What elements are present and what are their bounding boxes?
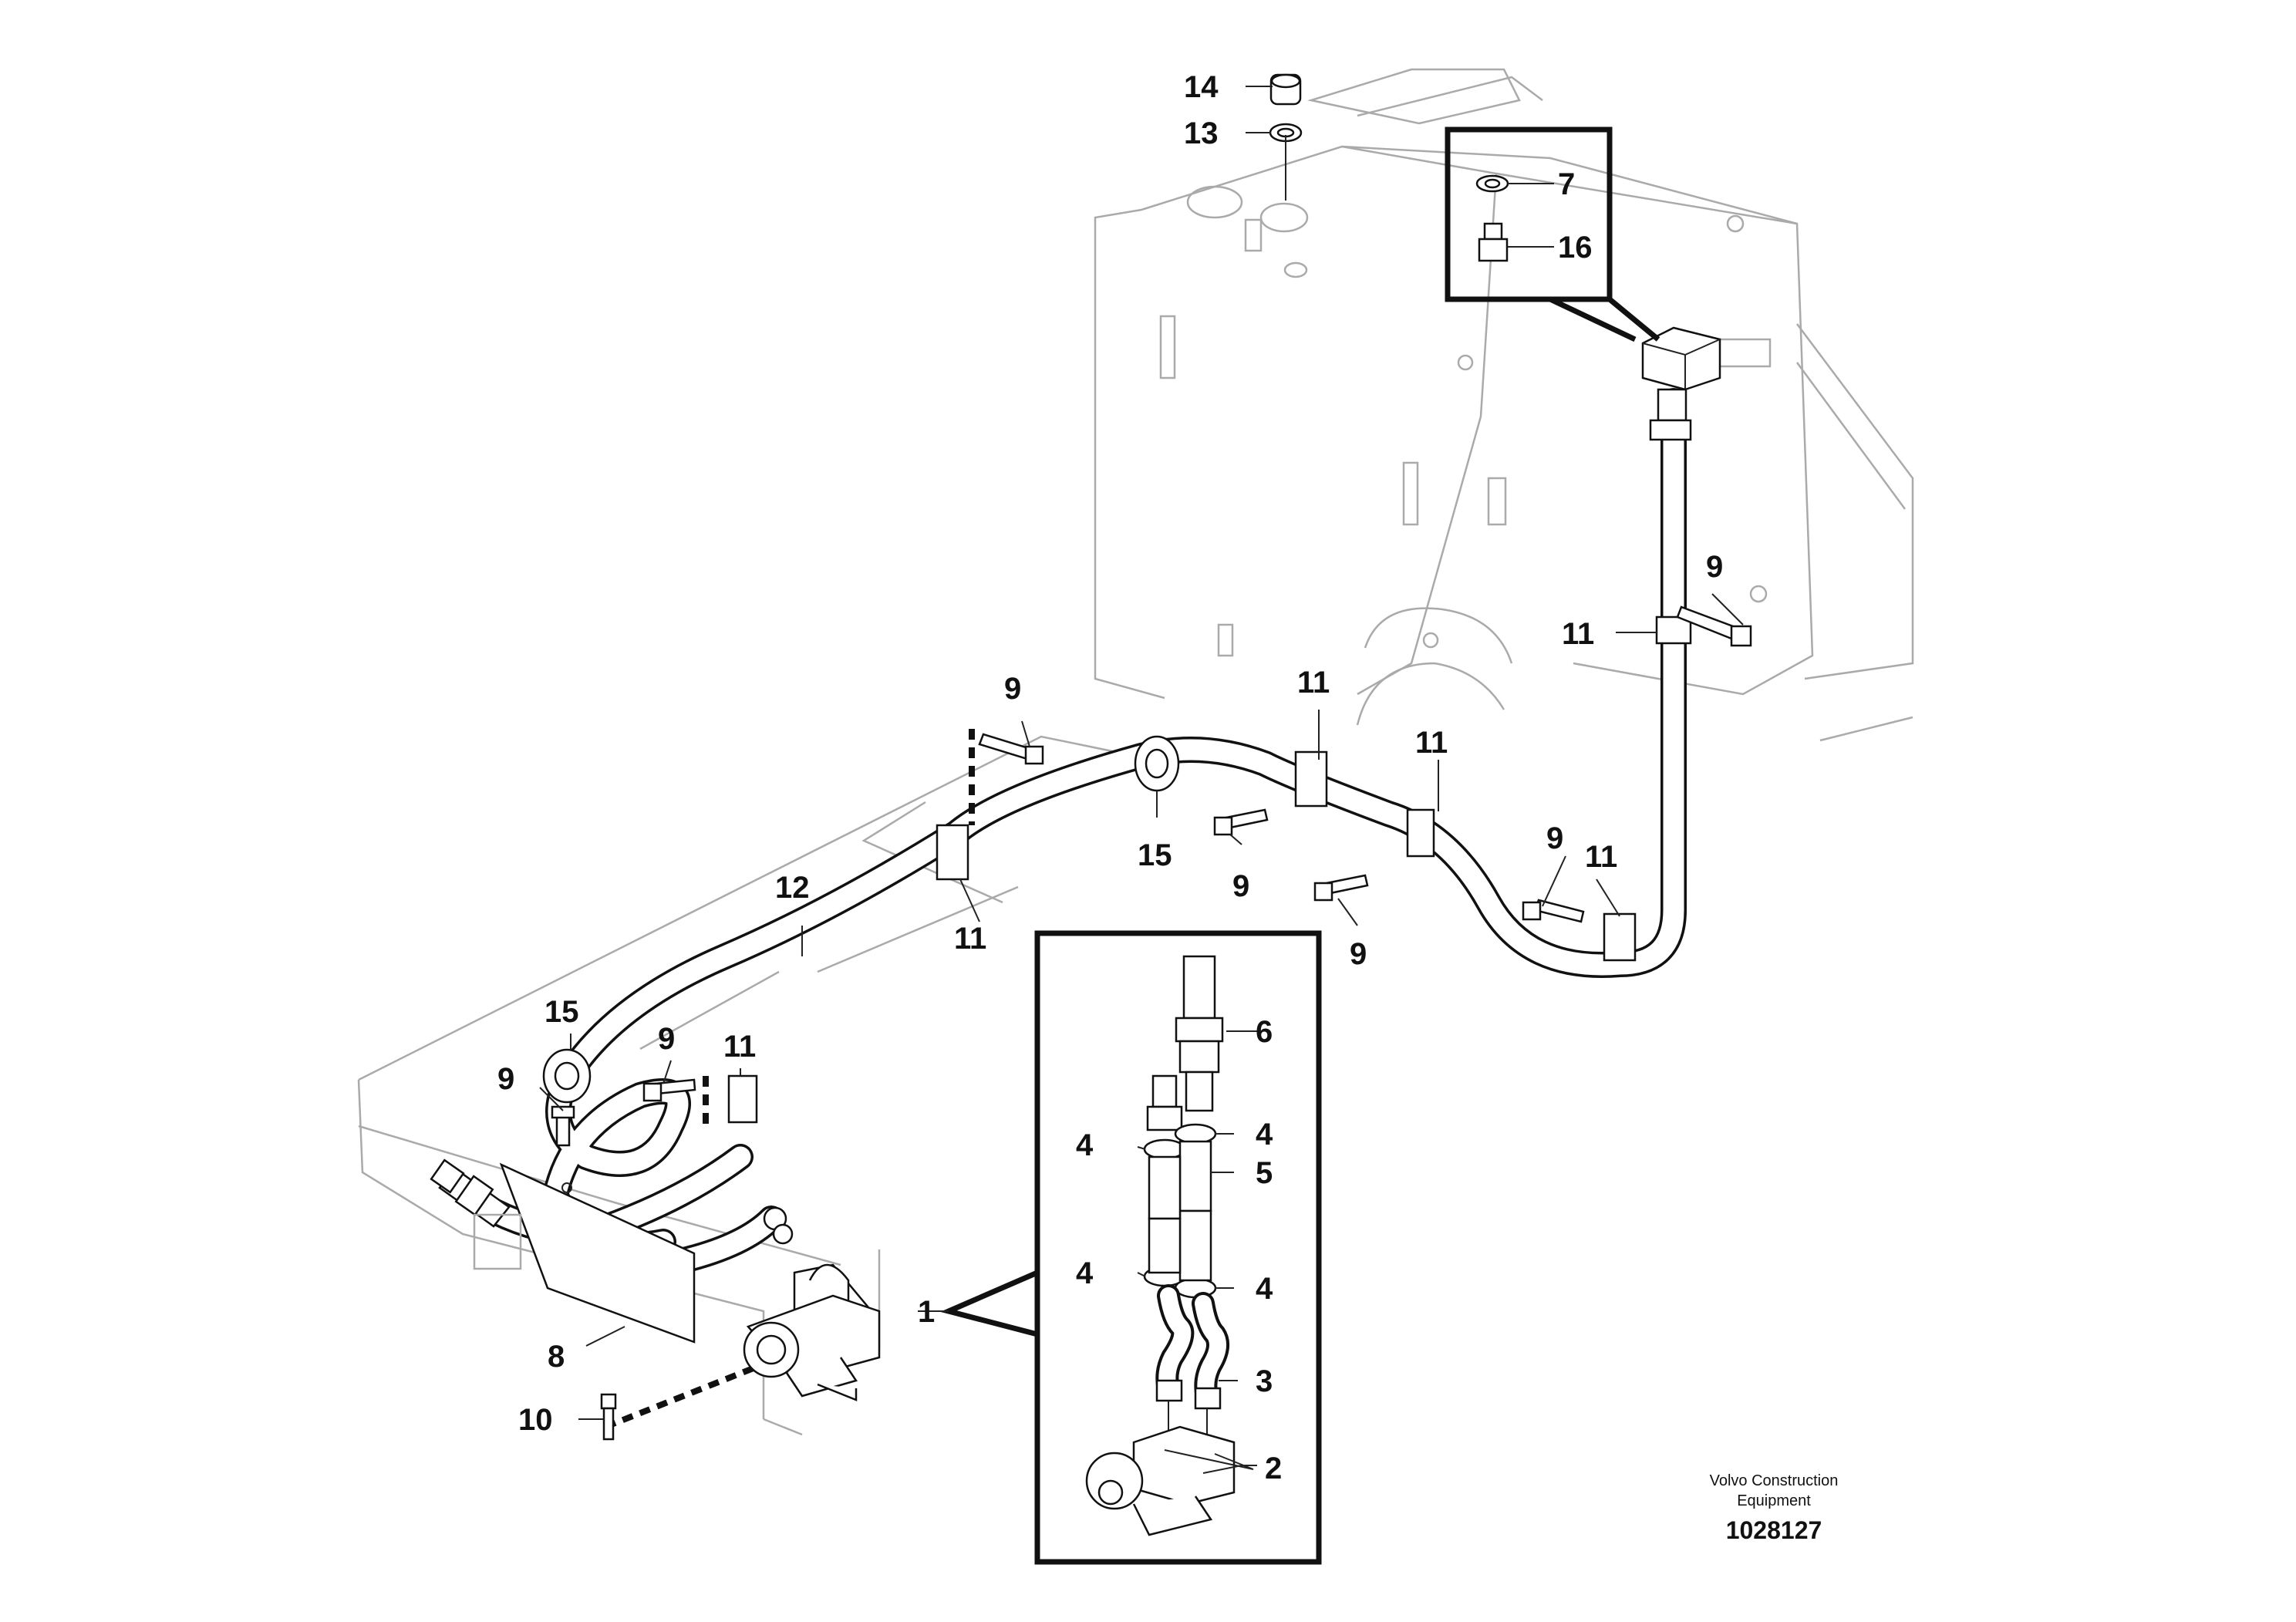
callout-9-lower-center: 9	[1350, 937, 1367, 971]
pump-1	[743, 1263, 881, 1401]
plate-8	[473, 1162, 696, 1344]
inset-box-bottom	[940, 930, 1322, 1565]
assembly-dash-lines	[604, 729, 975, 1430]
callout-11-vertical-hose: 11	[1562, 617, 1594, 651]
callout-4-lower-right: 4	[1256, 1272, 1273, 1306]
callout-10: 10	[518, 1403, 553, 1437]
callout-15-grommet-upper: 15	[1138, 838, 1172, 872]
bolts-9	[551, 605, 1752, 1147]
callout-12: 12	[775, 871, 810, 905]
callout-9-lower-left: 9	[658, 1022, 675, 1056]
callout-14: 14	[1184, 70, 1219, 104]
callout-9-right: 9	[1706, 550, 1723, 584]
callout-2: 2	[1265, 1452, 1282, 1485]
callout-5: 5	[1256, 1156, 1273, 1190]
credit-line-2: Equipment	[1737, 1492, 1811, 1509]
callout-7: 7	[1558, 167, 1575, 201]
bolt-10	[600, 1393, 617, 1441]
callout-4-upper-right: 4	[1256, 1118, 1273, 1152]
grommets-15	[542, 735, 1180, 1104]
clamps-11	[727, 615, 1692, 1124]
callout-4-lower-left: 4	[1076, 1256, 1094, 1290]
callout-9-far-left: 9	[497, 1062, 514, 1096]
callout-9-center: 9	[1232, 869, 1249, 903]
callout-11-lower-left: 11	[723, 1030, 756, 1064]
callout-13: 13	[1184, 116, 1219, 150]
callout-11-right-mid: 11	[1415, 726, 1448, 760]
tank-port-fitting	[1641, 326, 1721, 441]
callout-16: 16	[1558, 231, 1593, 265]
callout-3: 3	[1256, 1364, 1273, 1398]
callout-9-right-low: 9	[1546, 821, 1563, 855]
callout-11-right-low: 11	[1585, 840, 1617, 874]
callout-11-left: 11	[954, 922, 986, 956]
callout-6: 6	[1256, 1015, 1273, 1049]
credit-line-1: Volvo Construction	[1710, 1472, 1839, 1489]
plug-14	[1269, 73, 1302, 106]
callout-15-grommet-lower: 15	[544, 995, 579, 1029]
hydraulic-tank-outline	[1094, 68, 1914, 726]
credit-block: Volvo Construction Equipment 1028127	[1710, 1472, 1839, 1544]
callout-8: 8	[548, 1340, 565, 1374]
callout-9-top-left: 9	[1004, 672, 1021, 706]
callout-1: 1	[918, 1295, 935, 1329]
quick-coupling	[430, 1158, 794, 1245]
inset-box-top	[1445, 126, 1660, 342]
callout-labels: 14 13 7 16 9 11 9 11 11 15 9 12 11 9 9 1…	[497, 70, 1723, 1485]
callout-4-upper-left: 4	[1076, 1128, 1094, 1162]
leader-lines	[539, 86, 1744, 1470]
callout-11-mid: 11	[1297, 666, 1330, 700]
illustration-reference-number: 1028127	[1726, 1516, 1822, 1544]
